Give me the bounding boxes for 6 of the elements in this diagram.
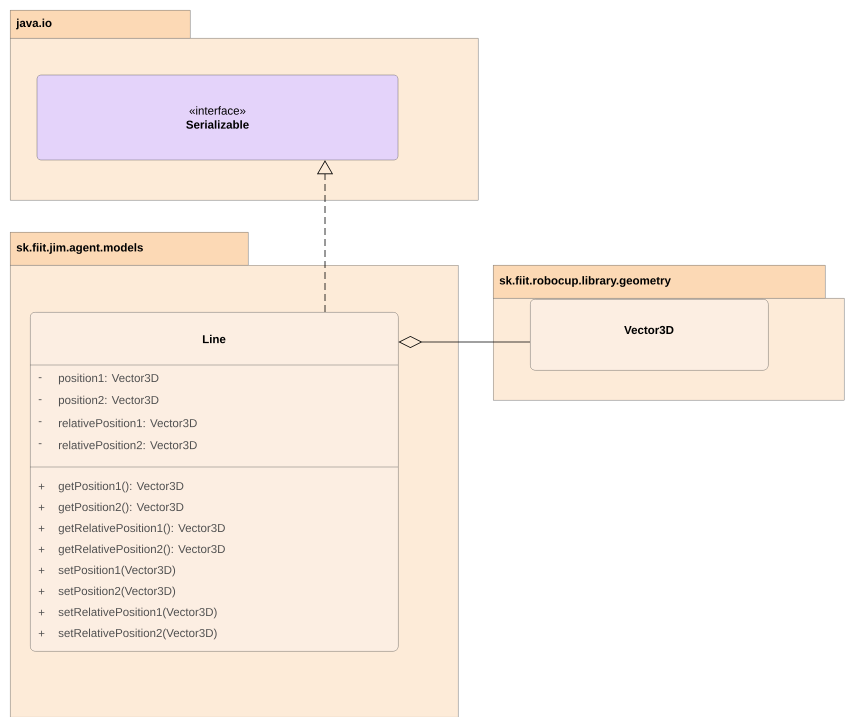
interface-box: «interface» Serializable <box>36 74 398 160</box>
node-label: sk.fiit.robocup.library.geometry <box>500 276 671 287</box>
node-label: sk.fiit.jim.agent.models <box>16 243 143 254</box>
class-box: Line - position1: Vector3D - position2: Vector3D - relativePosition1: Vector3D - relativePosition2: Vector3D + getPosition1(): Vector3D + getPosition2(): Vector3D + getRelativePosition1(): Vector3D + getRelativePosition2(): Vector3D + setPosition1(Vector3D) + setPosition2(Vector3D) + setRelativePosition1(Vector3D) + setRelativePosition2(Vector3D) <box>30 312 398 652</box>
class-box: Vector3D <box>530 299 768 370</box>
node-label: java.io <box>16 18 52 30</box>
